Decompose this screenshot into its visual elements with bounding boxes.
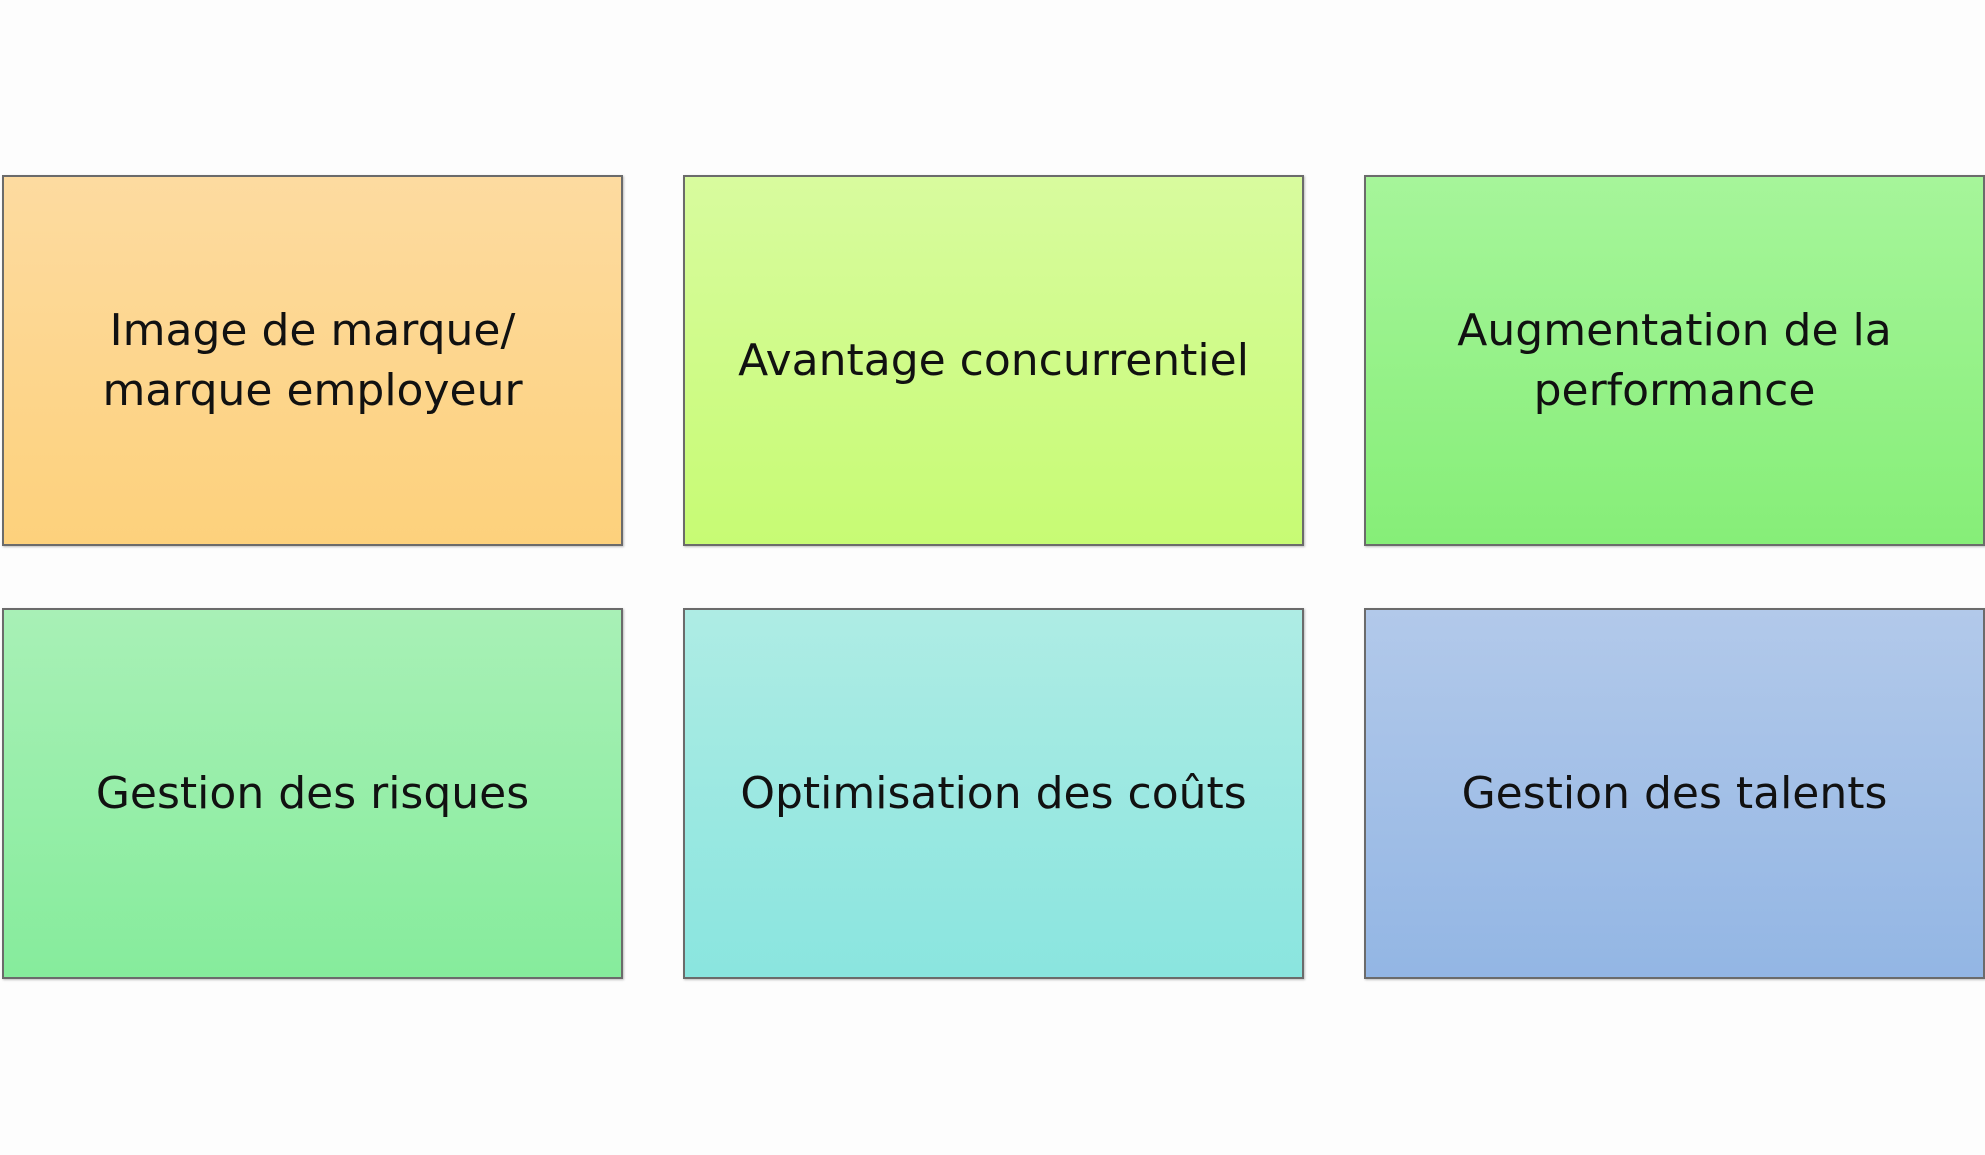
- box-label: Augmentation de la performance: [1457, 301, 1891, 421]
- box-label-line: Gestion des risques: [95, 767, 530, 819]
- box-gestion-des-talents: Gestion des talents: [1364, 608, 1985, 979]
- box-label: Image de marque/ marque employeur: [102, 301, 522, 421]
- box-label-line: Avantage concurrentiel: [738, 334, 1249, 386]
- box-label-line: performance: [1533, 364, 1816, 416]
- box-augmentation-performance: Augmentation de la performance: [1364, 175, 1985, 546]
- box-label: Gestion des risques: [96, 764, 529, 824]
- box-avantage-concurrentiel: Avantage concurrentiel: [683, 175, 1304, 546]
- box-gestion-des-risques: Gestion des risques: [2, 608, 623, 979]
- box-label: Optimisation des coûts: [740, 764, 1246, 824]
- box-optimisation-des-couts: Optimisation des coûts: [683, 608, 1304, 979]
- box-label: Gestion des talents: [1462, 764, 1888, 824]
- box-label: Avantage concurrentiel: [738, 331, 1249, 391]
- box-label-line: Optimisation des coûts: [740, 767, 1247, 819]
- box-image-de-marque: Image de marque/ marque employeur: [2, 175, 623, 546]
- box-label-line: marque employeur: [102, 364, 523, 416]
- box-label-line: Image de marque/: [109, 304, 516, 356]
- box-label-line: Gestion des talents: [1461, 767, 1888, 819]
- box-label-line: Augmentation de la: [1457, 304, 1892, 356]
